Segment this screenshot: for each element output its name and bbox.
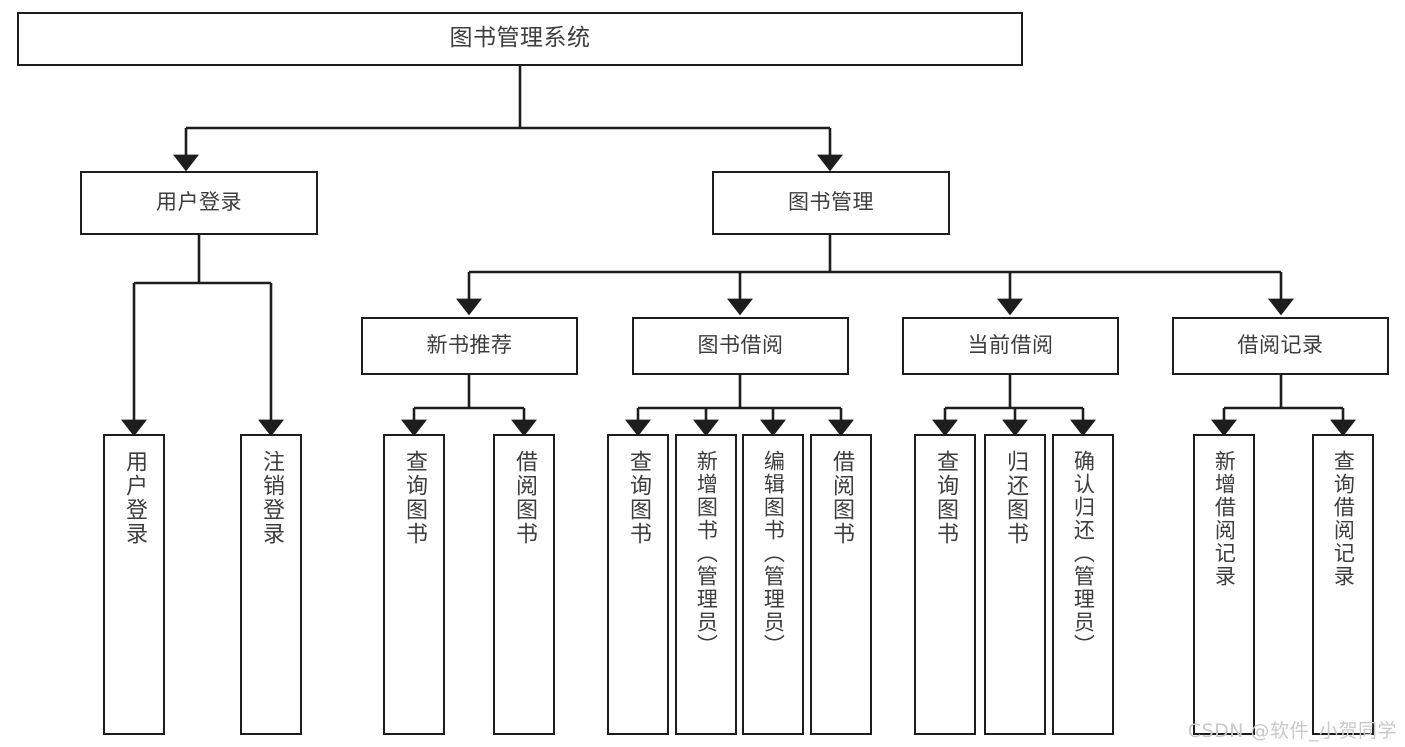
node-label: 图书管理系统 bbox=[449, 25, 591, 52]
leaf-user-login-login[interactable]: 用户登录 bbox=[103, 434, 165, 735]
node-label: 查询借阅记录 bbox=[1331, 450, 1356, 588]
leaf-borrow-borrow-book[interactable]: 借阅图书 bbox=[810, 434, 872, 735]
leaf-current-query-book[interactable]: 查询图书 bbox=[914, 434, 976, 735]
node-label: 查询图书 bbox=[401, 450, 427, 546]
node-label: 当前借阅 bbox=[967, 333, 1054, 358]
leaf-record-query-record[interactable]: 查询借阅记录 bbox=[1312, 434, 1374, 735]
leaf-recommend-borrow-book[interactable]: 借阅图书 bbox=[493, 434, 555, 735]
leaf-borrow-add-book-admin[interactable]: 新增图书（管理员） bbox=[675, 434, 737, 735]
node-label: 查询图书 bbox=[932, 450, 958, 546]
csdn-watermark: CSDN @软件_小贺同学 bbox=[1187, 720, 1397, 742]
node-label: 图书管理 bbox=[788, 190, 874, 215]
leaf-current-confirm-return-admin[interactable]: 确认归还（管理员） bbox=[1052, 434, 1114, 735]
node-borrow-record[interactable]: 借阅记录 bbox=[1172, 317, 1389, 375]
node-label: 用户登录 bbox=[156, 190, 242, 215]
node-label: 确认归还（管理员） bbox=[1071, 450, 1096, 657]
node-root-system[interactable]: 图书管理系统 bbox=[17, 12, 1023, 66]
node-book-borrow[interactable]: 图书借阅 bbox=[632, 317, 849, 375]
node-label: 归还图书 bbox=[1002, 450, 1028, 546]
node-label: 图书借阅 bbox=[697, 333, 784, 358]
leaf-recommend-query-book[interactable]: 查询图书 bbox=[383, 434, 445, 735]
leaf-borrow-edit-book-admin[interactable]: 编辑图书（管理员） bbox=[742, 434, 804, 735]
node-label: 借阅图书 bbox=[828, 450, 854, 546]
node-label: 注销登录 bbox=[258, 450, 284, 546]
leaf-borrow-query-book[interactable]: 查询图书 bbox=[607, 434, 669, 735]
node-label: 新书推荐 bbox=[426, 333, 513, 358]
leaf-user-login-logout[interactable]: 注销登录 bbox=[240, 434, 302, 735]
node-label: 借阅图书 bbox=[511, 450, 537, 546]
node-label: 查询图书 bbox=[625, 450, 651, 546]
node-book-management[interactable]: 图书管理 bbox=[712, 171, 950, 235]
node-label: 新增图书（管理员） bbox=[694, 450, 719, 657]
leaf-current-return-book[interactable]: 归还图书 bbox=[984, 434, 1046, 735]
node-label: 新增借阅记录 bbox=[1212, 450, 1237, 588]
node-label: 借阅记录 bbox=[1237, 333, 1324, 358]
node-new-book-recommend[interactable]: 新书推荐 bbox=[361, 317, 578, 375]
node-current-borrow[interactable]: 当前借阅 bbox=[902, 317, 1119, 375]
node-label: 编辑图书（管理员） bbox=[761, 450, 786, 657]
leaf-record-add-record[interactable]: 新增借阅记录 bbox=[1193, 434, 1255, 735]
node-user-login[interactable]: 用户登录 bbox=[80, 171, 318, 235]
node-label: 用户登录 bbox=[121, 450, 147, 546]
